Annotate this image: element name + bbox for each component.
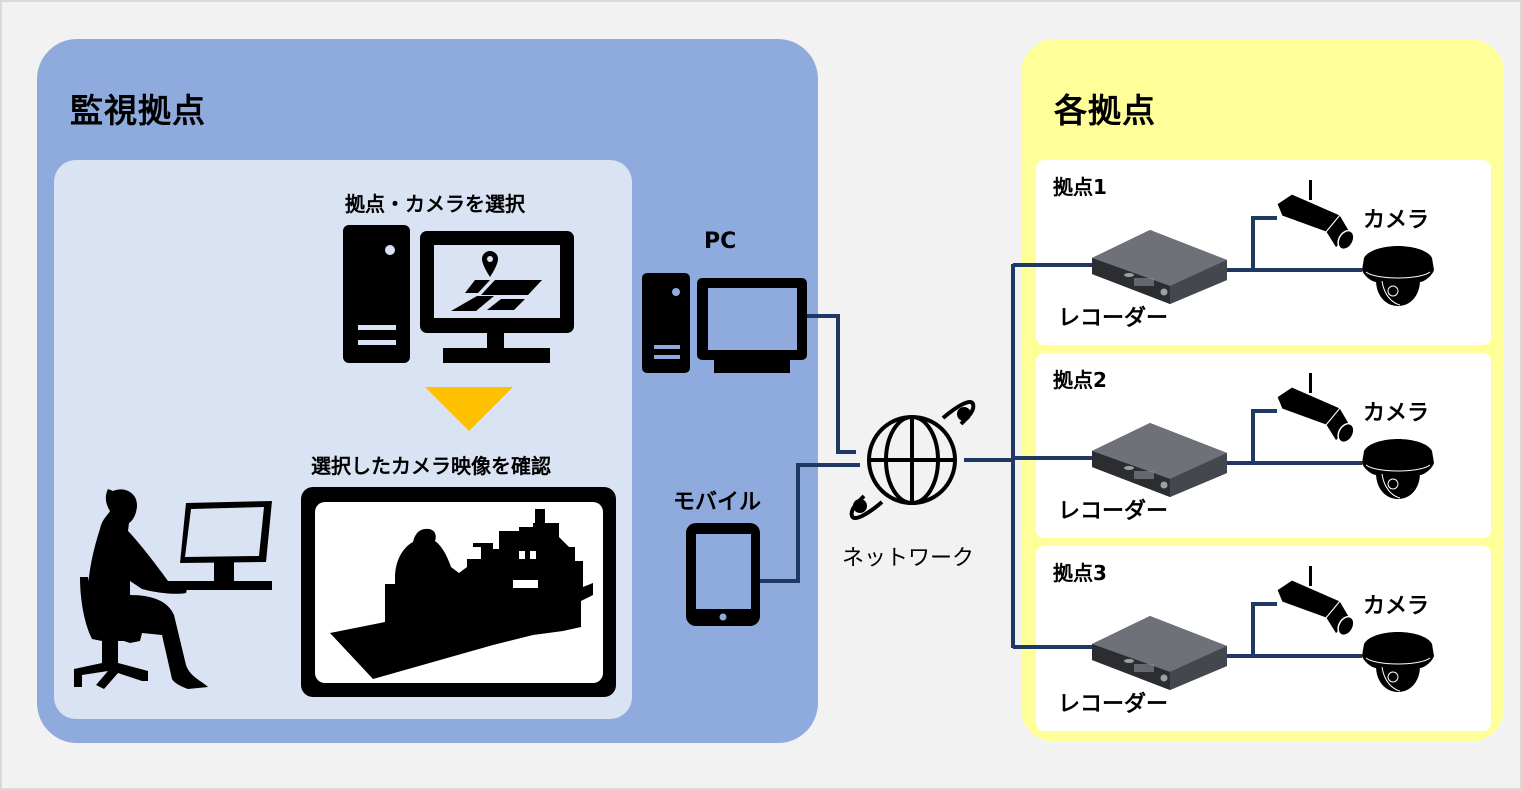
pc-icon xyxy=(642,273,807,373)
person-at-computer-icon xyxy=(74,489,272,689)
site-name: 拠点2 xyxy=(1053,368,1107,392)
pc-connector-line xyxy=(806,314,856,454)
box-camera-icon xyxy=(1276,373,1355,444)
connector-lines xyxy=(760,216,1362,658)
site-3-devices xyxy=(1092,566,1434,692)
recorder-dvr-icon xyxy=(1092,230,1227,304)
dome-camera-icon xyxy=(1362,246,1434,306)
recorder-label: レコーダー xyxy=(1058,306,1169,331)
dome-camera-icon xyxy=(1362,439,1434,499)
site2-box-line xyxy=(1251,409,1277,463)
dome-camera-icon xyxy=(1362,632,1434,692)
camera-label: カメラ xyxy=(1363,208,1430,233)
box-camera-icon xyxy=(1276,566,1355,637)
mobile-label: モバイル xyxy=(673,490,762,515)
site3-box-line xyxy=(1251,602,1277,656)
camera-video-screen-icon xyxy=(301,487,616,697)
recorder-dvr-icon xyxy=(1092,423,1227,497)
pc-label: PC xyxy=(704,229,737,254)
recorder-label: レコーダー xyxy=(1058,499,1169,524)
down-triangle-arrow xyxy=(425,387,513,431)
recorder-dvr-icon xyxy=(1092,616,1227,690)
recorder-label: レコーダー xyxy=(1058,692,1169,717)
site-name: 拠点1 xyxy=(1053,175,1107,199)
box-camera-icon xyxy=(1276,180,1355,251)
network-label: ネットワーク xyxy=(842,546,975,571)
monitoring-site-title: 監視拠点 xyxy=(70,91,206,130)
tablet-icon xyxy=(686,523,760,626)
camera-label: カメラ xyxy=(1363,594,1430,619)
remote-sites-title: 各拠点 xyxy=(1054,91,1156,130)
site-devices xyxy=(1092,180,1434,692)
desktop-pc-icon xyxy=(343,225,574,363)
site-2-devices xyxy=(1092,373,1434,499)
site1-box-line xyxy=(1251,216,1277,270)
site-name: 拠点3 xyxy=(1053,561,1107,585)
step-view-label: 選択したカメラ映像を確認 xyxy=(311,454,551,478)
step-select-label: 拠点・カメラを選択 xyxy=(345,192,525,216)
mobile-connector-line xyxy=(760,463,860,583)
map-pin-icon xyxy=(451,251,542,311)
camera-label: カメラ xyxy=(1363,401,1430,426)
site-1-devices xyxy=(1092,180,1434,306)
globe-network-icon xyxy=(849,400,976,520)
